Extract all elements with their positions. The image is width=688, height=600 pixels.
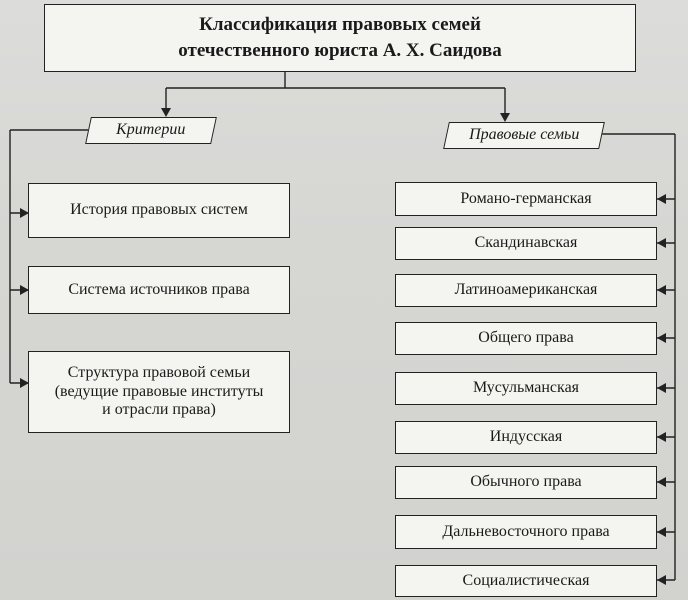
- family-label: Индусская: [489, 428, 563, 446]
- family-label: Социалистическая: [462, 571, 590, 589]
- family-romano-germanic: Романо-германская: [395, 182, 657, 216]
- family-hindu: Индусская: [395, 421, 657, 454]
- family-label: Мусульманская: [472, 379, 580, 397]
- family-far-eastern: Дальневосточного права: [395, 515, 657, 549]
- family-customary: Обычного права: [395, 466, 657, 499]
- families-header: Правовые семьи: [443, 122, 605, 149]
- criterion-history: История правовых систем: [28, 183, 290, 238]
- family-label: Общего права: [478, 329, 574, 347]
- criterion-structure: Структура правовой семьи (ведущие правов…: [28, 351, 290, 433]
- family-latin-american: Латиноамериканская: [395, 274, 657, 307]
- diagram-title: Классификация правовых семей отечественн…: [44, 4, 636, 72]
- criteria-header: Критерии: [85, 117, 217, 144]
- criterion-structure-line-3: и отрасли права): [102, 401, 216, 419]
- title-line-2: отечественного юриста А. Х. Саидова: [178, 40, 502, 61]
- criterion-history-label: История правовых систем: [70, 201, 248, 219]
- family-scandinavian: Скандинавская: [395, 227, 657, 260]
- criterion-structure-line-1: Структура правовой семьи: [67, 364, 251, 382]
- family-socialist: Социалистическая: [395, 565, 657, 597]
- family-muslim: Мусульманская: [395, 372, 657, 405]
- family-label: Дальневосточного права: [442, 522, 610, 540]
- families-header-label: Правовые семьи: [468, 126, 580, 144]
- criterion-sources: Система источников права: [28, 266, 290, 314]
- family-label: Латиноамериканская: [454, 281, 598, 299]
- family-label: Обычного права: [470, 473, 582, 491]
- family-common-law: Общего права: [395, 322, 657, 355]
- title-line-1: Классификация правовых семей: [199, 14, 481, 36]
- criterion-sources-label: Система источников права: [68, 280, 250, 298]
- criteria-header-label: Критерии: [116, 121, 186, 139]
- family-label: Романо-германская: [460, 189, 592, 207]
- criterion-structure-line-2: (ведущие правовые институты: [54, 382, 264, 400]
- family-label: Скандинавская: [474, 234, 578, 252]
